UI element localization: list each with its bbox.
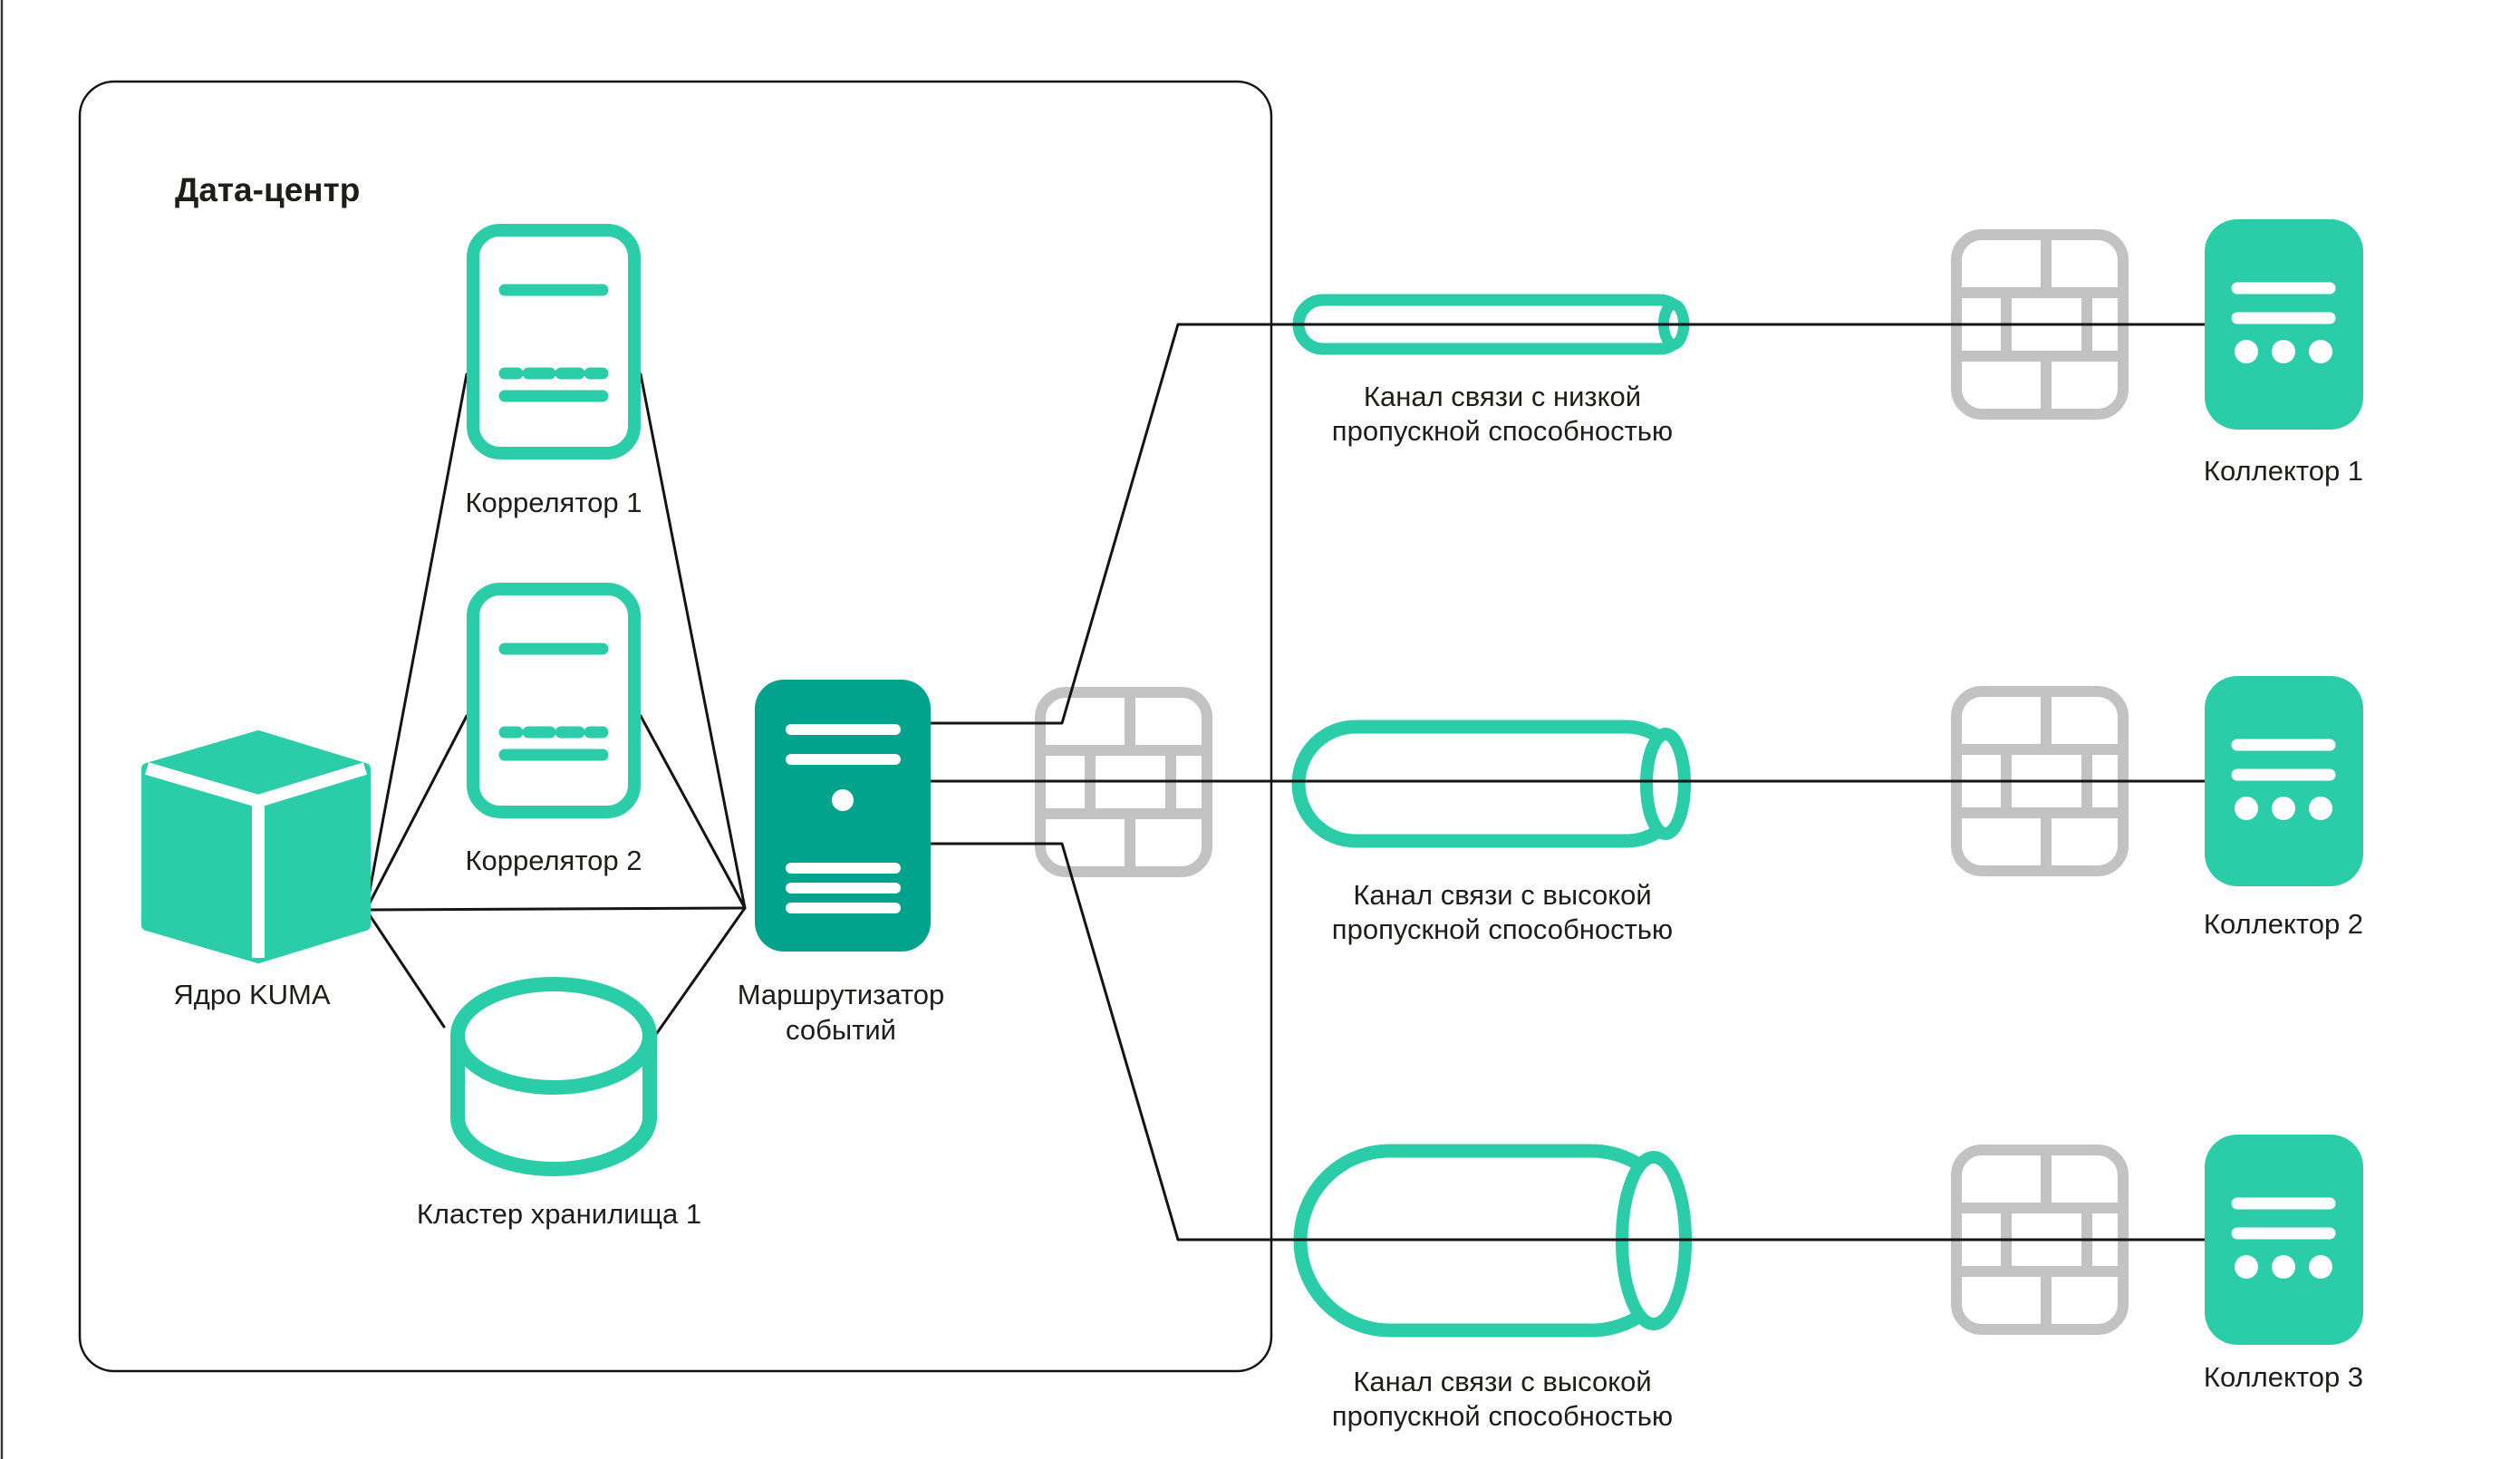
channel-3-label-line-1: Канал связи с высокой <box>1353 1366 1651 1397</box>
collector-3-icon <box>2205 1135 2363 1345</box>
channel-1-label-line-1: Канал связи с низкой <box>1364 381 1641 412</box>
router-connection-lines <box>929 323 2206 1242</box>
event-router-label-line-1: Маршрутизатор <box>738 979 945 1010</box>
storage-cluster-icon <box>450 977 657 1176</box>
correlator-2-label: Коррелятор 2 <box>465 845 642 876</box>
collector-2-label: Коллектор 2 <box>2204 908 2363 940</box>
collector-2-icon <box>2205 676 2363 886</box>
correlator-2-icon <box>473 589 634 812</box>
collector-1-icon <box>2205 219 2363 430</box>
channel-2-label-line-2: пропускной способностью <box>1332 913 1673 945</box>
collector-1-label: Коллектор 1 <box>2204 455 2363 487</box>
collector-3-label: Коллектор 3 <box>2204 1361 2363 1393</box>
datacenter-box <box>78 80 1273 1373</box>
channel-2-label-line-1: Канал связи с высокой <box>1353 879 1651 911</box>
kuma-core-label: Ядро KUMA <box>173 979 330 1010</box>
channel-pipe-2-high-bandwidth-icon <box>1291 720 1691 848</box>
event-router-label-line-2: событий <box>786 1014 896 1046</box>
channel-1-label-line-2: пропускной способностью <box>1332 415 1673 447</box>
storage-cluster-label: Кластер хранилища 1 <box>417 1198 701 1230</box>
event-router-icon <box>755 680 931 952</box>
correlator-1-icon <box>473 230 634 453</box>
datacenter-label: Дата-центр <box>175 171 360 208</box>
core-connection-lines <box>364 372 747 1035</box>
kuma-core-icon <box>141 730 371 963</box>
correlator-1-label: Коррелятор 1 <box>465 487 642 518</box>
channel-3-label-line-2: пропускной способностью <box>1332 1400 1673 1432</box>
